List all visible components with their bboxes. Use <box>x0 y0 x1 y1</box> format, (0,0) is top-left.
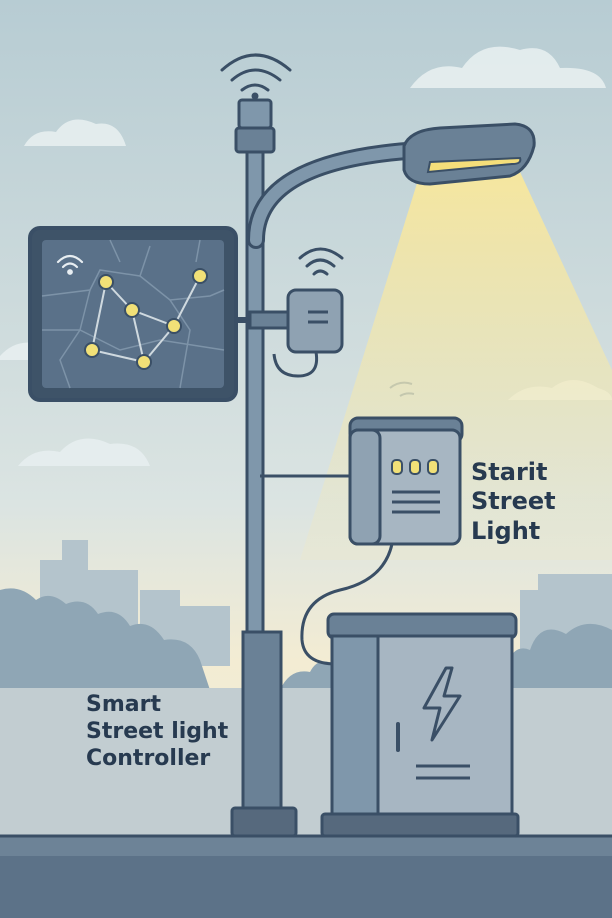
network-nodes <box>84 268 208 370</box>
label-line: Light <box>471 516 541 545</box>
power-cabinet <box>320 612 520 838</box>
label-line: Smart <box>86 692 161 717</box>
wifi-icon <box>298 247 344 276</box>
wifi-icon <box>220 53 292 100</box>
label-line: Starit <box>471 458 548 486</box>
lamp-head <box>402 122 536 186</box>
controller-box <box>260 416 464 666</box>
product-label-left: Smart Street light Controller <box>86 692 228 772</box>
product-label-right: Starit Street Light <box>471 458 556 546</box>
label-line: Controller <box>86 745 211 771</box>
street-pole <box>230 98 429 838</box>
network-map-panel <box>28 226 250 402</box>
label-line: Street <box>471 487 556 516</box>
label-line: Street light <box>86 718 229 744</box>
wifi-icon <box>56 254 84 275</box>
lightning-bolt-icon <box>422 666 462 742</box>
tree-line <box>0 588 612 690</box>
sensor-module <box>248 247 344 378</box>
